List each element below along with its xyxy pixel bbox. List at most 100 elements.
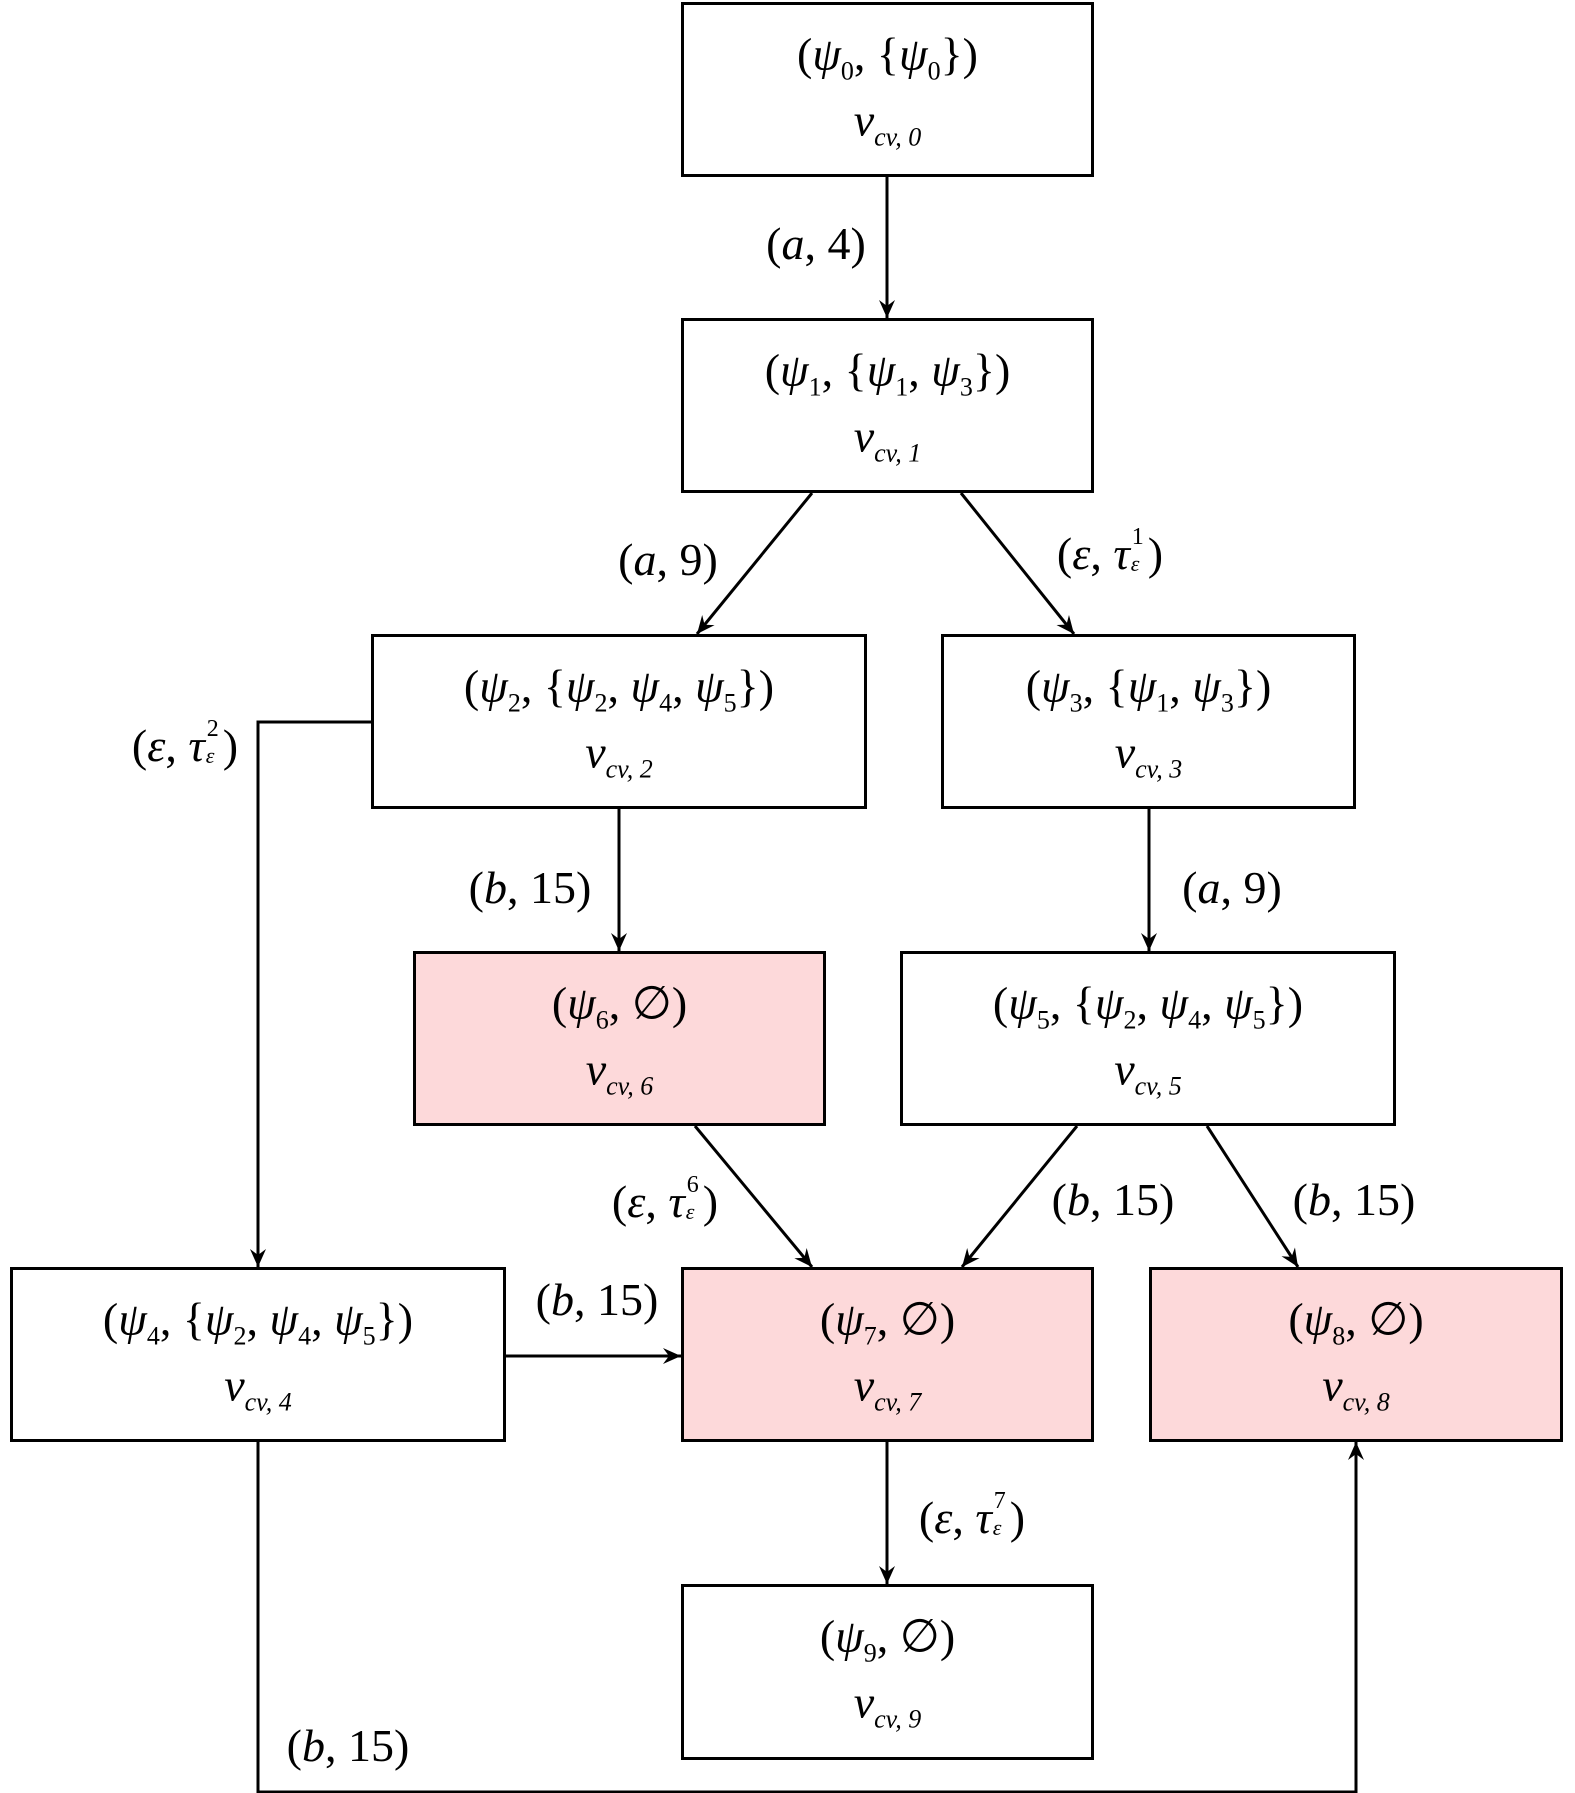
node-title-part: , {: [1082, 660, 1128, 712]
node-title-part: , ∅): [608, 977, 688, 1029]
node-value-subscript: cv, 0: [874, 122, 922, 152]
node-value-subscript: cv, 5: [1134, 1071, 1182, 1101]
node-title-part: ψ: [1041, 660, 1070, 712]
edge-action: a: [781, 218, 805, 269]
node-title-part: (: [797, 28, 813, 80]
node-title-part: ψ: [1192, 660, 1221, 712]
node-value-symbol: v: [853, 410, 875, 462]
state-node-8: [1149, 1267, 1563, 1442]
edges-layer: [250, 177, 1364, 1793]
edge-cost: 15: [597, 1274, 643, 1325]
node-title-part: ψ: [835, 1293, 864, 1345]
node-title-part: ψ: [269, 1293, 299, 1345]
edge-cost: 15: [348, 1720, 394, 1771]
edge-tau-index: 1: [1131, 524, 1144, 550]
node-value-7: vcv, 7: [854, 1362, 922, 1416]
node-title-part: , ∅): [1345, 1293, 1424, 1345]
edge-n5-n8: [1205, 1125, 1300, 1268]
node-title-part: ψ: [835, 1610, 864, 1662]
node-title-part: ψ: [204, 1293, 234, 1345]
node-title-part: ,: [672, 660, 696, 712]
node-title-part: 7: [863, 1321, 877, 1351]
edge-tau-subscript: ε: [992, 1515, 1002, 1540]
state-node-5: [900, 951, 1396, 1126]
edge-action: a: [1197, 862, 1221, 913]
state-node-9: [681, 1584, 1094, 1760]
node-value-subscript: cv, 4: [244, 1387, 292, 1417]
node-value-symbol: v: [585, 726, 606, 778]
node-title-part: 0: [840, 56, 854, 86]
edge-tau: τ: [668, 1176, 685, 1227]
node-title-part: 5: [1252, 1005, 1266, 1035]
edge-action: b: [484, 862, 507, 913]
edge-cost: 15: [1113, 1174, 1159, 1225]
edge-label-n4-n7: (b, 15): [535, 1274, 659, 1325]
edge-cost: 9: [679, 534, 703, 585]
node-title-part: (: [819, 1610, 836, 1662]
node-value-subscript: cv, 3: [1135, 754, 1183, 784]
state-node-2: [371, 634, 867, 809]
edge-action: a: [633, 534, 657, 585]
node-title-part: (: [463, 660, 480, 712]
node-title-part: ψ: [1303, 1293, 1333, 1345]
node-value-2: vcv, 2: [585, 726, 653, 784]
edge-action: ε: [627, 1176, 646, 1227]
node-title-part: , {: [853, 28, 900, 80]
node-value-subscript: cv, 2: [605, 754, 653, 784]
node-title-part: ,: [246, 1293, 270, 1345]
node-title-part: ,: [1136, 977, 1160, 1029]
edge-label-n0-n1: (a, 4): [766, 218, 866, 269]
node-title-part: }): [375, 1293, 414, 1345]
node-title-part: 2: [594, 688, 608, 718]
node-title-part: ,: [607, 660, 631, 712]
node-title-part: (: [819, 1293, 836, 1345]
node-title-part: ψ: [931, 344, 960, 396]
node-title-part: , {: [159, 1293, 205, 1345]
node-title-part: (: [1288, 1293, 1304, 1345]
node-title-part: 8: [1332, 1321, 1346, 1351]
node-title-part: (: [1025, 660, 1042, 712]
node-title-part: 2: [507, 688, 521, 718]
node-value-9: vcv, 9: [854, 1679, 922, 1733]
node-title-part: ,: [1169, 660, 1193, 712]
node-title-part: (: [102, 1293, 119, 1345]
node-title-part: 6: [595, 1005, 609, 1035]
node-title-part: ψ: [1008, 977, 1037, 1029]
node-title-1: (ψ1, {ψ1, ψ3}): [764, 344, 1011, 402]
state-node-1: [681, 318, 1094, 493]
node-title-part: 2: [1123, 1005, 1137, 1035]
node-value-1: vcv, 1: [853, 410, 922, 467]
node-title-part: }): [1265, 977, 1304, 1029]
node-title-part: 3: [959, 372, 973, 402]
edge-cost: 15: [530, 862, 576, 913]
node-title-part: , {: [520, 660, 566, 712]
node-value-8: vcv, 8: [1322, 1362, 1390, 1416]
node-title-2: (ψ2, {ψ2, ψ4, ψ5}): [463, 660, 774, 718]
node-title-part: , {: [821, 344, 867, 396]
edge-cost: 9: [1243, 862, 1267, 913]
edge-n5-n7: [960, 1125, 1079, 1268]
node-title-part: (: [764, 344, 781, 396]
node-title-part: 3: [1220, 688, 1234, 718]
edge-n2-n4: [250, 720, 371, 1267]
state-node-0: [681, 2, 1094, 177]
edge-tau: τ: [188, 720, 205, 771]
state-node-3: [941, 634, 1356, 809]
node-title-part: ψ: [630, 660, 660, 712]
node-value-symbol: v: [224, 1359, 245, 1411]
node-title-part: 0: [927, 56, 941, 86]
node-title-part: ψ: [334, 1293, 363, 1345]
node-title-part: 9: [863, 1638, 877, 1668]
node-title-3: (ψ3, {ψ1, ψ3}): [1025, 660, 1272, 718]
edge-n1-n2: [695, 492, 814, 635]
edge-tau-index: 7: [993, 1488, 1006, 1514]
node-title-part: ,: [908, 344, 932, 396]
node-title-8: (ψ8, ∅): [1288, 1293, 1424, 1351]
node-title-part: ψ: [118, 1293, 147, 1345]
node-value-4: vcv, 4: [224, 1359, 292, 1417]
node-value-6: vcv, 6: [586, 1046, 654, 1100]
node-title-6: (ψ6, ∅): [552, 977, 688, 1035]
nodes-layer: [10, 2, 1563, 1760]
node-title-part: ψ: [1094, 977, 1124, 1029]
